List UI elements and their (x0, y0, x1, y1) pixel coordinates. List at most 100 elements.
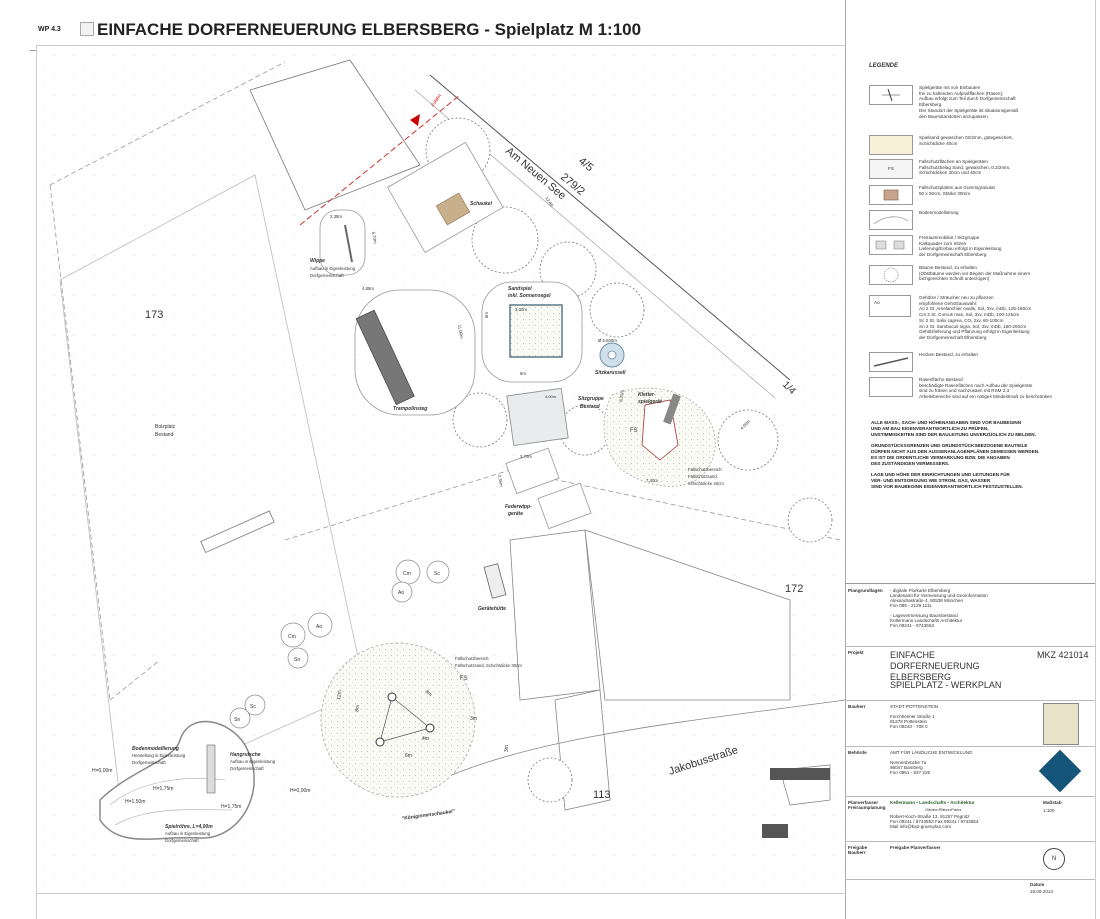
tb-plangrundlagen-val: - digitale Flurkarte Elbersberg Landesam… (890, 588, 988, 628)
shrub-sn-1: Sn (294, 657, 300, 663)
dim-740: 7,40m (646, 478, 658, 483)
tb-projekt-nr: MKZ 421014 (1037, 650, 1089, 660)
tb-projekt-key: Projekt (848, 650, 864, 655)
dim-5600: Ø 5,600m (598, 338, 617, 343)
tb-plangrundlagen: Plangrundlagen - digitale Flurkarte Elbe… (845, 584, 1095, 647)
sheet-title: EINFACHE DORFERNEUERUNG ELBERSBERG - Spi… (97, 20, 642, 39)
sandpit-label: Sandspiel (508, 286, 532, 292)
spring-label: Federwipp- (505, 504, 532, 510)
shrub-sc-2: Sc (250, 704, 256, 710)
access-arrow-icon (410, 114, 420, 126)
shrub-ao-1: Ao (398, 590, 404, 596)
seating-sub: Bestand (580, 404, 601, 410)
climbing-fallzone-3: Schichtdicke 40cm (688, 481, 724, 486)
spring-rider-1 (505, 447, 560, 495)
tube-sub1: Aufbau in Eigenleistung (165, 831, 211, 836)
shrub-cm-2: Cm (288, 634, 296, 640)
shed-label: Gerätehütte (478, 606, 506, 612)
frame-top (36, 45, 846, 46)
swing-area (386, 141, 504, 253)
dim-1100: 11,00m (457, 324, 464, 339)
dim-12m: 12m (336, 690, 343, 700)
frame-bottom (36, 893, 846, 894)
legend-symbol-equipment (869, 85, 913, 105)
dim-1240: 12,40 (544, 196, 555, 208)
parcel-113: 113 (593, 789, 611, 801)
tb-planverfasser-val: Kellermann • Landschafts • Architektur (890, 800, 975, 805)
tb-planverfasser-addr: Robert-Koch-Straße 13, 91257 Pegnitz Fon… (890, 814, 979, 829)
tb-freigabe-val: Freigabe Planverfasser (890, 845, 941, 850)
site-plan: 173 172 113 Bolzplatz Bestand Am Neuen S… (37, 46, 845, 892)
note-2: GRUNDSTÜCKSGRENZEN UND GRUNDSTÜCKSBEZOGE… (871, 442, 1040, 466)
seesaw-sub1: Aufbau in Eigenleistung (310, 266, 356, 271)
tube-label: Spielröhre, L=4,00m (165, 824, 213, 830)
parcel-173: 173 (145, 309, 163, 321)
legend-symbol-sand (869, 135, 913, 155)
legend-symbol-furniture (869, 235, 913, 255)
header-checkbox-icon (80, 22, 94, 36)
tb-projekt-sub: SPIELPLATZ - WERKPLAN (890, 680, 1002, 690)
shrub-sn-2: Sn (234, 717, 240, 723)
dim-370: 3,70m (520, 454, 532, 459)
tb-plangrundlagen-key: Plangrundlagen (848, 588, 883, 593)
new-shrubs (229, 559, 450, 729)
legend-symbol-modelling (869, 210, 913, 230)
dim-4m: 4m (422, 736, 429, 742)
dim-6m-b: 6m (520, 371, 526, 376)
construction-notes: ALLE MASS-, SACH- UND HÖHENANGABEN SIND … (871, 420, 1091, 495)
legend-symbol-hedge (869, 352, 913, 372)
mound-sub1: Herstellung in Eigenleistung (132, 753, 186, 758)
trees-existing (425, 117, 833, 803)
queens-swing-frame (379, 696, 431, 743)
legend-symbol-fallschutz: FS (869, 159, 913, 179)
climbing-fs-label: FS (630, 428, 638, 434)
pottenstein-coat-of-arms-icon (1043, 703, 1079, 745)
queens-fs-label: FS (460, 676, 468, 682)
climbing-ladder (663, 393, 681, 425)
legend: LEGENDE Spielgeräte mit von Einbauten fr… (855, 55, 1090, 399)
dim-3m-a: 3m (470, 716, 477, 722)
hedge-south-2 (762, 824, 788, 838)
carousel-label: Sitzkarussell (595, 370, 626, 376)
dim-400: 4,00m (545, 394, 557, 399)
height-a: H=0,00m (92, 768, 112, 774)
tb-freigabe: Freigabe Bauherr Freigabe Planverfasser … (845, 841, 1095, 880)
trampoline-bridge (355, 309, 415, 406)
queens-fallzone-2: Fallschutzsand, Schichtdicke 30cm (455, 663, 522, 668)
seesaw-label: Wippe (310, 258, 325, 264)
seesaw-icon (344, 224, 353, 263)
legend-text-8: Gehölze / Sträucher neu zu pflanzen empf… (919, 295, 1032, 341)
tb-planverfasser-sub: Gärten•Plätze•Parks (925, 807, 962, 812)
legend-title: LEGENDE (869, 63, 899, 69)
bolzplatz-sub: Bestand (155, 432, 174, 438)
dim-485: 4,85m (362, 286, 374, 291)
frame-left (36, 45, 37, 919)
tool-shed (483, 563, 507, 599)
dim-825: 8,25m (618, 389, 625, 402)
tb-behoerde-val: AMT FÜR LÄNDLICHE ENTWICKLUNG Nonnenbrüc… (890, 750, 973, 775)
tb-bauherr-key: Bauherr (848, 704, 866, 709)
seating-label: Sitzgruppe (578, 396, 604, 402)
slide-sub1: Aufbau in Eigenleistung (230, 759, 276, 764)
legend-text-6: Freiraummobiliar / Sitzgruppe Kalkquader… (919, 235, 1002, 258)
tb-planverfasser-key: Planverfasser Freiraumplanung (848, 800, 886, 810)
tb-freigabe-key: Freigabe Bauherr (848, 845, 868, 855)
tb-massstab-val: 1:100 (1043, 808, 1055, 813)
tb-massstab-key: Maßstab (1043, 800, 1062, 805)
dim-300: 3,00m (515, 307, 527, 312)
legend-text-4: Fallschutzplatten aus Gummigranulat 50 x… (919, 185, 995, 196)
dim-8m-b: 8m (424, 689, 433, 698)
seesaw-sub2: Dorfgemeinschaft (310, 273, 344, 278)
dim-235b: 2,35m (497, 474, 504, 487)
legend-text-5: Bodenmodellierung (919, 210, 959, 215)
seating-group (506, 387, 569, 446)
mound-sub2: Dorfgemeinschaft (132, 760, 166, 765)
bolzplatz-label: Bolzplatz (155, 424, 176, 430)
spring-rider-2 (537, 482, 592, 530)
tb-bauherr-val: STADT POTTENSTEIN Forchheimer Straße 1 9… (890, 704, 939, 729)
shrub-cm-1: Cm (403, 571, 411, 577)
tube-sub2: Dorfgemeinschaft (165, 838, 199, 843)
sheet-code: WP 4.3 (38, 26, 61, 33)
frame-right (1095, 0, 1096, 919)
